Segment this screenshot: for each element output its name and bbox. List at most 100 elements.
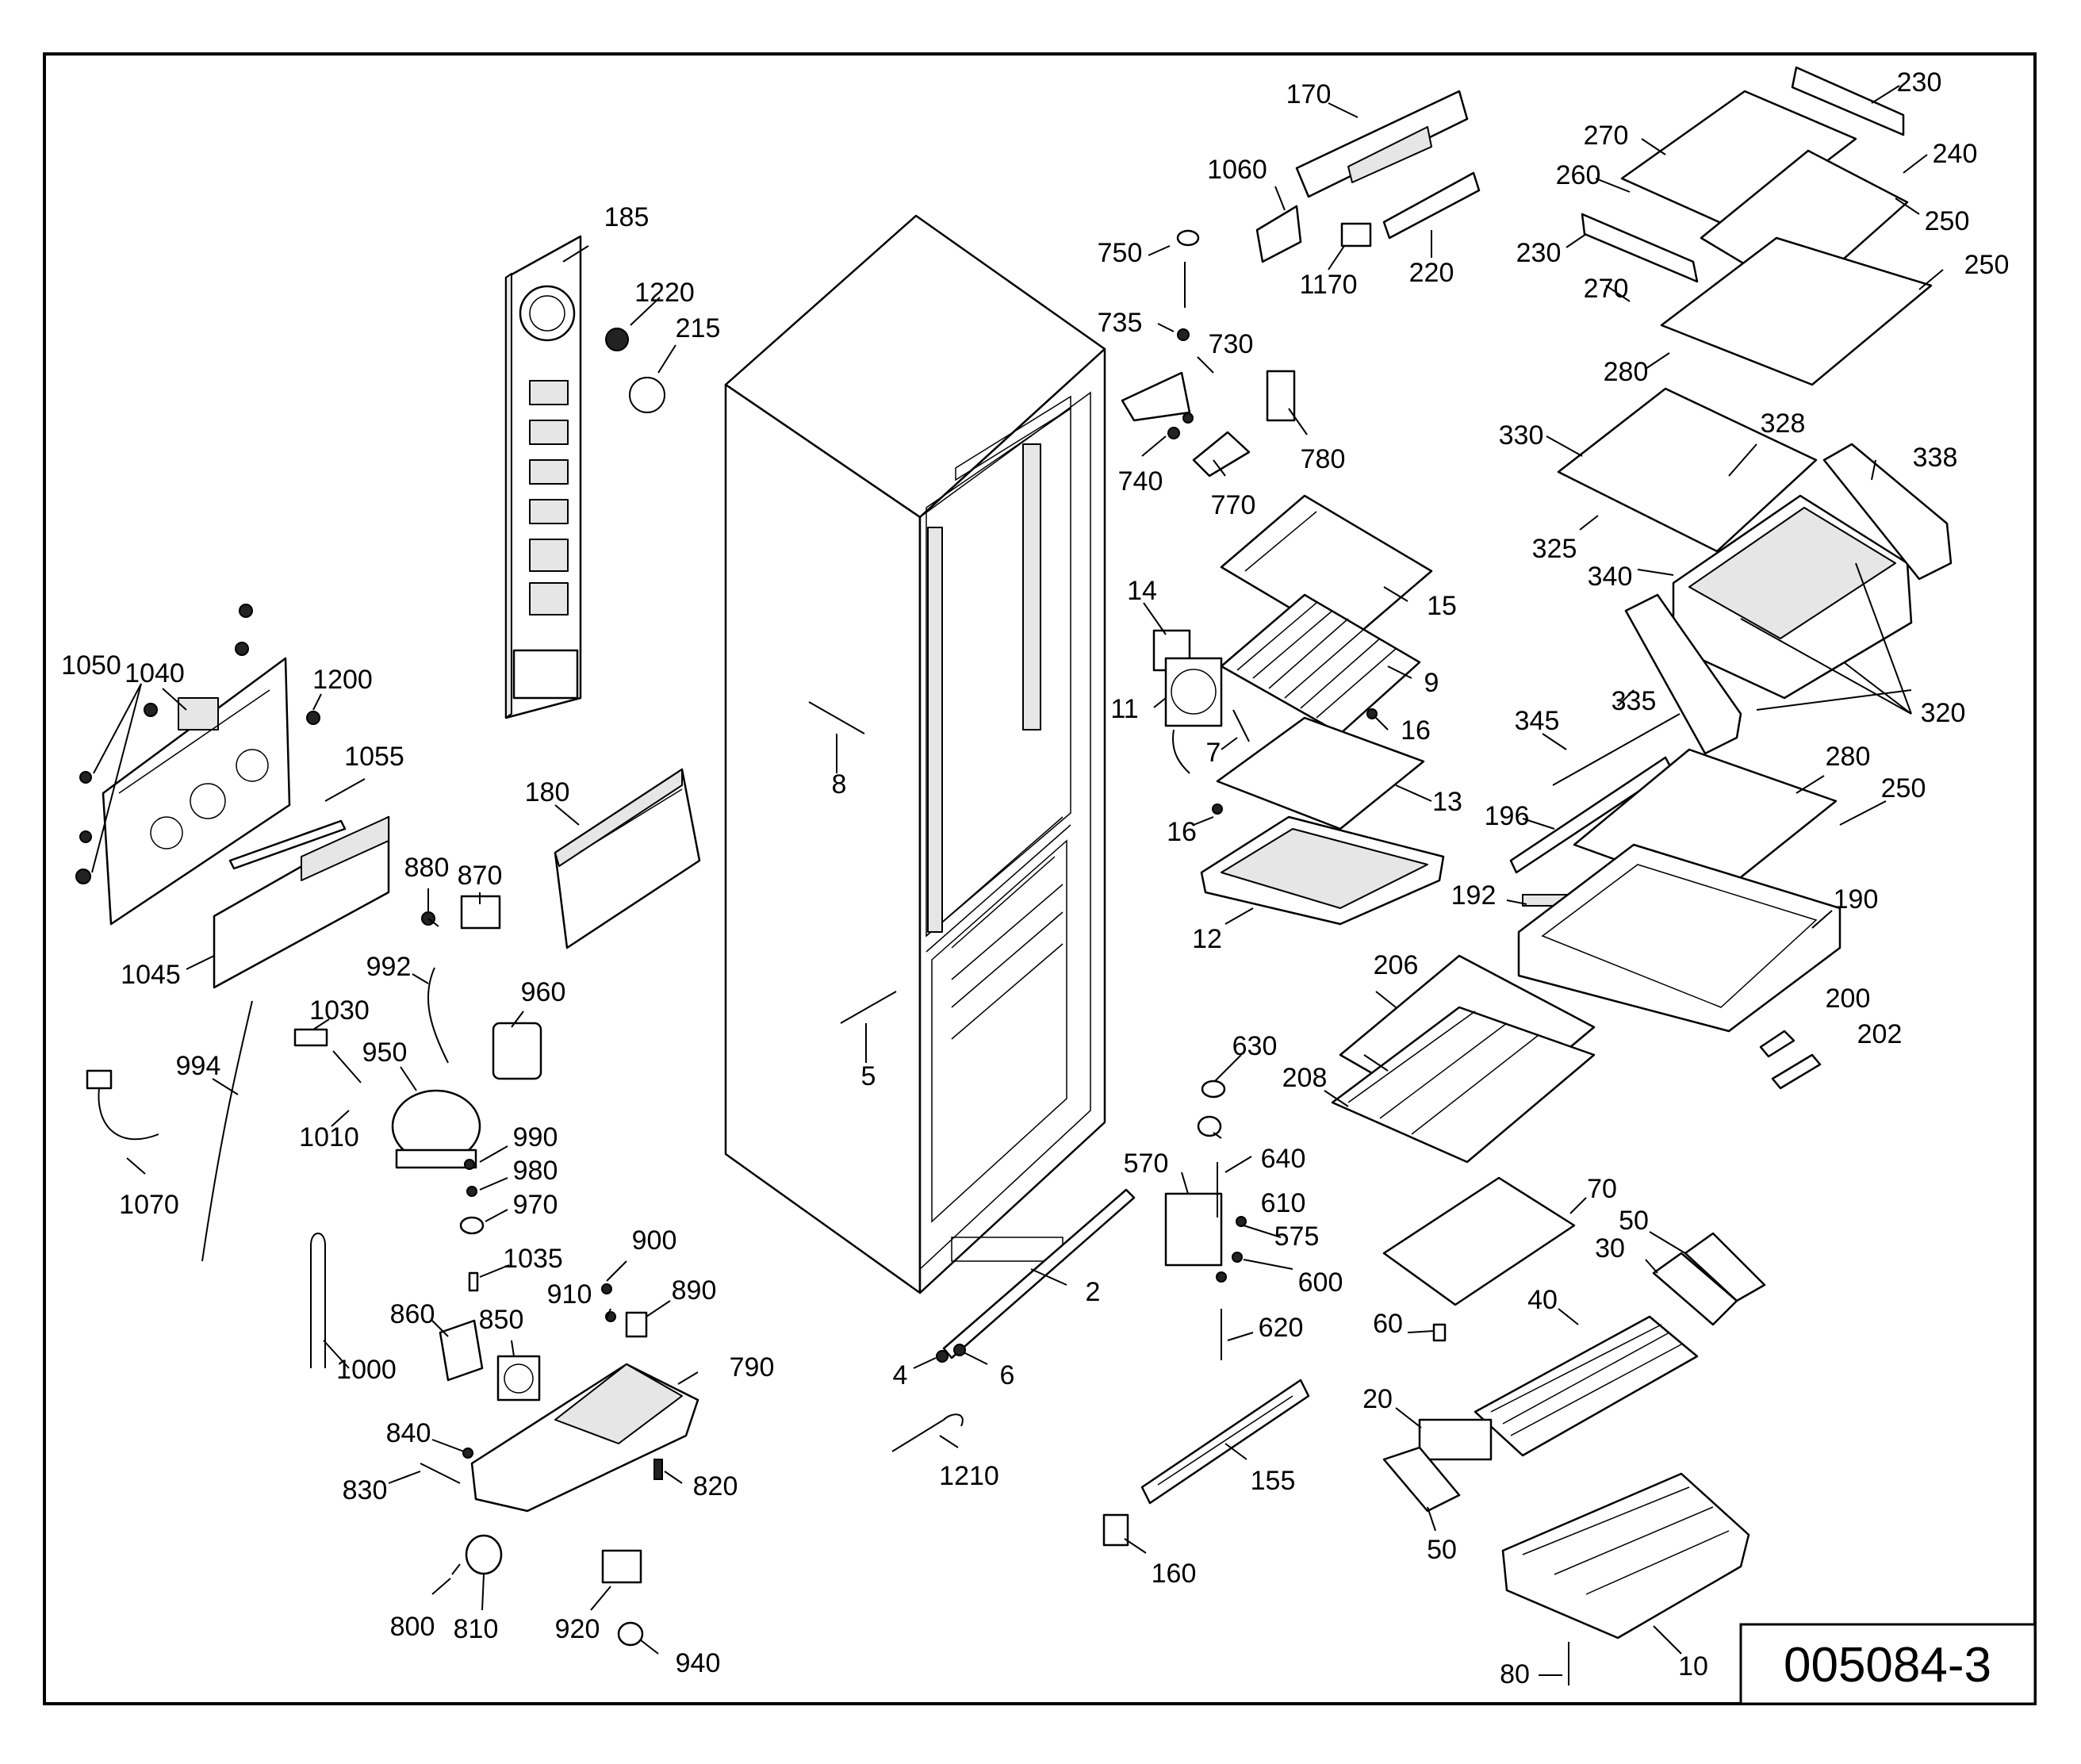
part-label: 230 bbox=[1516, 238, 1562, 268]
part-label: 900 bbox=[632, 1225, 677, 1256]
part-label: 345 bbox=[1515, 706, 1560, 736]
rod-830 bbox=[420, 1463, 461, 1484]
part-label: 1010 bbox=[299, 1122, 359, 1152]
part-label: 770 bbox=[1211, 490, 1256, 520]
part-label: 196 bbox=[1485, 801, 1530, 831]
relay-960 bbox=[492, 1022, 542, 1080]
part-label: 230 bbox=[1897, 67, 1942, 98]
part-labels: 170 1060 1170 220 230 270 240 260 250 23… bbox=[61, 67, 2009, 1689]
part-label: 940 bbox=[676, 1648, 721, 1678]
part-630 bbox=[1201, 1079, 1226, 1099]
part-60 bbox=[1432, 1323, 1447, 1342]
part-label: 1030 bbox=[309, 995, 370, 1026]
part-label: 325 bbox=[1532, 534, 1577, 564]
part-label: 870 bbox=[458, 861, 503, 891]
part-label: 40 bbox=[1527, 1285, 1558, 1315]
part-label: 60 bbox=[1373, 1309, 1403, 1339]
hinge-570 bbox=[1164, 1192, 1223, 1267]
glass-270-top bbox=[1620, 90, 1857, 232]
part-label: 160 bbox=[1152, 1559, 1197, 1589]
part-640 bbox=[1197, 1115, 1222, 1137]
grid-9 bbox=[1220, 593, 1421, 735]
part-label: 260 bbox=[1556, 160, 1601, 190]
part-50-bottom bbox=[1382, 1446, 1461, 1513]
part-label: 200 bbox=[1826, 984, 1871, 1014]
part-label: 810 bbox=[454, 1614, 499, 1644]
tool-5 bbox=[840, 991, 897, 1024]
part-label: 328 bbox=[1761, 408, 1806, 439]
part-label: 30 bbox=[1595, 1233, 1625, 1264]
part-label: 992 bbox=[366, 952, 412, 982]
part-920 bbox=[601, 1549, 642, 1584]
leader-lines bbox=[91, 85, 1944, 1676]
part-label: 570 bbox=[1124, 1149, 1169, 1179]
part-label: 250 bbox=[1881, 773, 1926, 803]
part-label: 250 bbox=[1964, 250, 2010, 280]
part-label: 1000 bbox=[336, 1355, 397, 1385]
part-label: 730 bbox=[1209, 329, 1254, 359]
wire-992 bbox=[427, 967, 449, 1064]
grid-208 bbox=[1331, 1006, 1596, 1164]
part-label: 1050 bbox=[61, 650, 121, 681]
part-338 bbox=[1822, 443, 1953, 581]
part-label: 575 bbox=[1274, 1221, 1320, 1252]
drawing-code-box bbox=[1739, 1623, 2037, 1705]
compressor-950 bbox=[391, 1089, 481, 1169]
wrench-1210 bbox=[891, 1413, 964, 1452]
part-780 bbox=[1266, 370, 1296, 422]
wire-7 bbox=[1172, 709, 1250, 774]
part-1035 bbox=[468, 1271, 479, 1292]
part-label: 335 bbox=[1612, 686, 1657, 716]
part-label: 280 bbox=[1826, 742, 1871, 772]
part-820 bbox=[653, 1459, 663, 1480]
part-label: 1045 bbox=[121, 960, 181, 990]
glass-250-top bbox=[1660, 236, 1933, 386]
part-label: 16 bbox=[1167, 817, 1197, 847]
part-label: 50 bbox=[1427, 1535, 1457, 1565]
part-160 bbox=[1102, 1513, 1129, 1547]
part-1220 bbox=[605, 328, 629, 351]
part-335 bbox=[1624, 593, 1742, 755]
part-label: 830 bbox=[343, 1475, 388, 1505]
part-220 bbox=[1382, 171, 1481, 240]
part-label: 620 bbox=[1259, 1313, 1304, 1343]
parts-990-980-970 bbox=[459, 1159, 485, 1235]
part-20 bbox=[1418, 1418, 1493, 1461]
part-label: 1200 bbox=[312, 665, 373, 695]
part-label: 860 bbox=[390, 1299, 435, 1329]
part-label: 610 bbox=[1261, 1188, 1306, 1218]
screw-16-b bbox=[1212, 803, 1223, 815]
part-label: 338 bbox=[1913, 443, 1958, 473]
part-label: 10 bbox=[1678, 1651, 1708, 1682]
part-label: 750 bbox=[1098, 238, 1143, 268]
part-label: 2 bbox=[1086, 1277, 1101, 1307]
part-1030 bbox=[293, 1028, 328, 1047]
screws-4-6 bbox=[936, 1344, 966, 1363]
part-label: 840 bbox=[386, 1418, 431, 1448]
part-label: 790 bbox=[730, 1352, 775, 1382]
part-label: 640 bbox=[1261, 1144, 1306, 1174]
sensor-1000 bbox=[310, 1233, 326, 1368]
shelf-190 bbox=[1517, 843, 1841, 1033]
control-box-170 bbox=[1295, 90, 1469, 198]
part-label: 9 bbox=[1424, 668, 1439, 698]
part-label: 800 bbox=[390, 1612, 435, 1642]
part-label: 1035 bbox=[503, 1244, 563, 1274]
part-label: 990 bbox=[513, 1122, 558, 1152]
part-label: 1055 bbox=[344, 742, 404, 772]
capacitor-810 bbox=[465, 1534, 503, 1575]
part-label: 14 bbox=[1127, 576, 1157, 606]
fan-cover-1040 bbox=[102, 657, 291, 926]
hinge-730 bbox=[1121, 371, 1191, 422]
part-label: 155 bbox=[1251, 1466, 1296, 1496]
rod-1010 bbox=[332, 1050, 362, 1083]
part-label: 1060 bbox=[1207, 155, 1267, 185]
cap-750 bbox=[1176, 229, 1200, 308]
grille-155 bbox=[1140, 1379, 1310, 1505]
part-30 bbox=[1652, 1252, 1738, 1326]
part-label: 850 bbox=[479, 1305, 524, 1335]
part-label: 8 bbox=[832, 769, 847, 800]
part-label: 202 bbox=[1857, 1019, 1903, 1049]
part-label: 920 bbox=[555, 1614, 600, 1644]
part-label: 880 bbox=[404, 853, 450, 883]
